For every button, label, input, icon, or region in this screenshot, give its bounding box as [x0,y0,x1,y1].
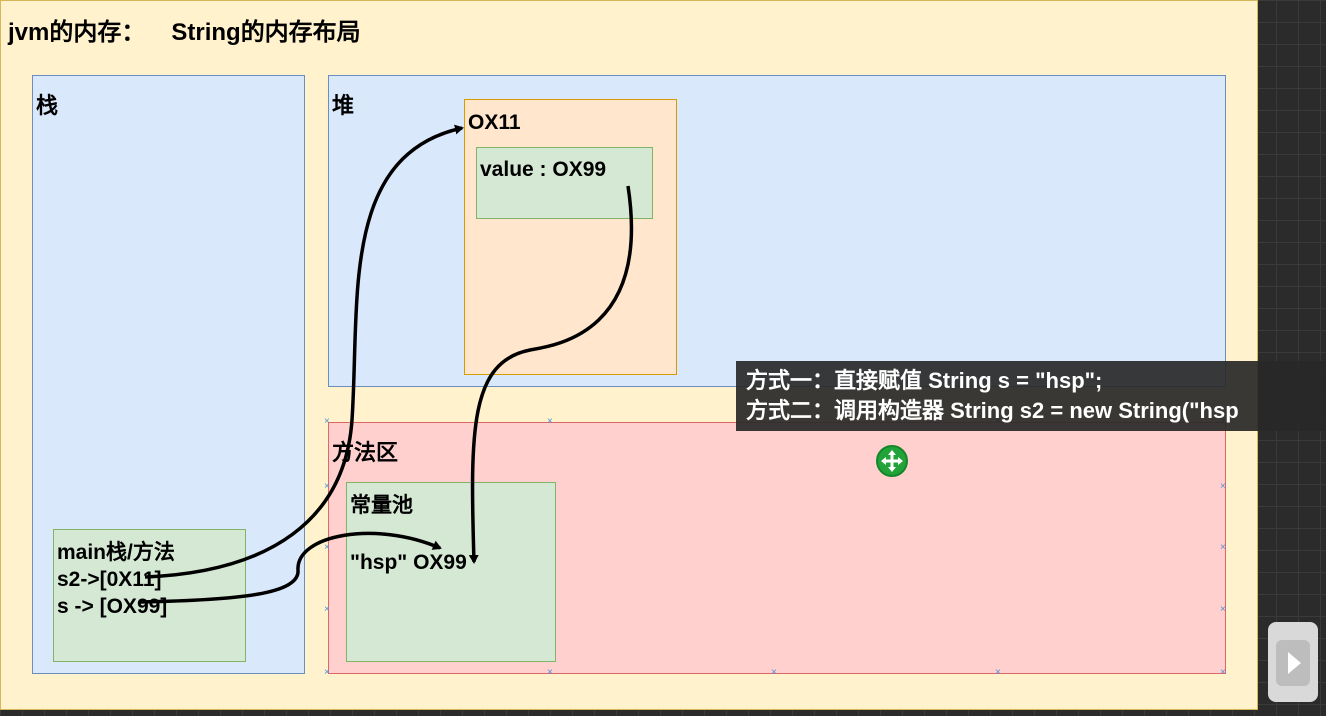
resize-handle[interactable]: × [1220,481,1226,492]
resize-handle[interactable]: × [1220,542,1226,553]
tooltip-overlay: 方式一：直接赋值 String s = "hsp"; 方式二：调用构造器 Str… [736,361,1326,431]
arrow-s-to-constant [139,531,442,604]
resize-handle[interactable]: × [324,416,330,427]
resize-handle[interactable]: × [547,416,553,427]
title-part2: String的内存布局 [171,19,361,46]
play-icon[interactable] [1268,622,1318,702]
resize-handle[interactable]: × [547,667,553,678]
main-stack-frame[interactable] [53,529,246,662]
object-address: OX11 [468,111,521,134]
heap-label: 堆 [332,93,355,118]
constant-pool[interactable] [346,482,556,662]
move-icon[interactable] [876,445,908,477]
resize-handle[interactable]: × [324,667,330,678]
move-arrows-glyph [881,450,903,472]
resize-handle[interactable]: × [324,604,330,615]
constant-pool-label: 常量池 [350,494,413,517]
frame-line-2: s2->[0X11] [57,568,162,591]
resize-handle[interactable]: × [995,667,1001,678]
string-object-box[interactable] [464,99,677,375]
resize-handle[interactable]: × [1220,667,1226,678]
stack-label: 栈 [36,93,59,118]
frame-line-1: main栈/方法 [57,541,175,564]
arrow-s2-to-object [144,124,464,579]
arrow-value-to-constant [468,185,634,564]
diagram-title: jvm的内存： String的内存布局 [8,12,361,47]
resize-handle[interactable]: × [771,667,777,678]
value-field: value : OX99 [480,158,607,181]
play-glyph [1276,640,1310,686]
title-part1: jvm的内存： [8,19,146,46]
frame-line-3: s -> [OX99] [57,595,168,618]
resize-handle[interactable]: × [324,542,330,553]
constant-pool-entry: "hsp" OX99 [350,551,467,574]
resize-handle[interactable]: × [324,481,330,492]
tooltip-line-2: 方式二：调用构造器 String s2 = new String("hsp [746,398,1239,423]
value-field-box[interactable] [476,147,653,219]
resize-handle[interactable]: × [1220,604,1226,615]
tooltip-line-1: 方式一：直接赋值 String s = "hsp"; [746,368,1103,393]
